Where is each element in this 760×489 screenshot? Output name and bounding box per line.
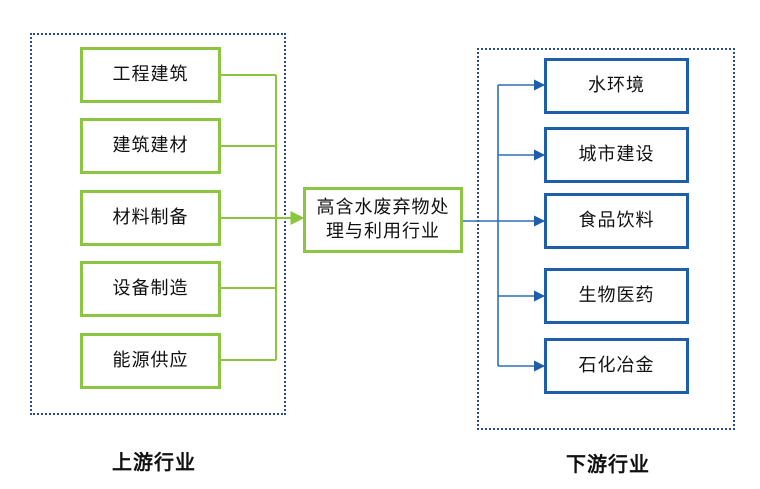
upstream-item-building-materials: 建筑建材 [80, 118, 221, 174]
downstream-caption: 下游行业 [566, 452, 650, 476]
upstream-caption: 上游行业 [112, 450, 196, 474]
downstream-item-water-environment: 水环境 [544, 58, 689, 114]
upstream-item-engineering: 工程建筑 [80, 47, 221, 103]
upstream-item-material-preparation: 材料制备 [80, 190, 221, 246]
center-industry-node: 高含水废弃物处理与利用行业 [303, 187, 463, 253]
downstream-item-petrochemical-metallurgy: 石化冶金 [544, 338, 689, 394]
downstream-item-urban-construction: 城市建设 [544, 127, 689, 183]
downstream-group [477, 48, 735, 430]
upstream-item-equipment-manufacturing: 设备制造 [80, 261, 221, 317]
upstream-group [30, 33, 286, 415]
downstream-item-food-beverage: 食品饮料 [544, 193, 689, 249]
downstream-item-biomedicine: 生物医药 [544, 268, 689, 324]
upstream-item-energy-supply: 能源供应 [80, 333, 221, 389]
